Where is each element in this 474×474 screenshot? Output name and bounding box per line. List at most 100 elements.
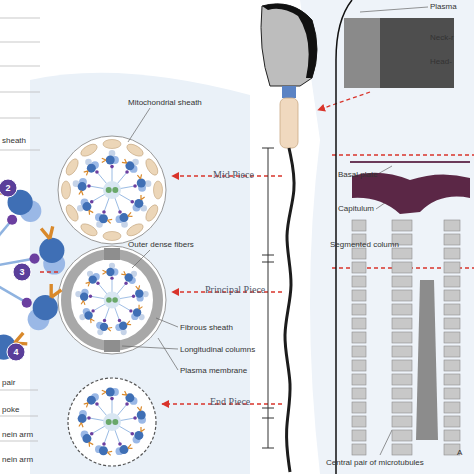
dynein-arm	[141, 195, 145, 200]
nexin-link	[110, 165, 114, 169]
a-tubule	[137, 179, 146, 188]
radial-spoke	[88, 418, 105, 421]
a-tubule	[84, 311, 92, 319]
part-label: Plasma	[430, 2, 457, 12]
a-tubule	[134, 199, 143, 208]
radial-spoke	[112, 398, 113, 415]
column-segment	[392, 402, 412, 413]
nexin-link	[129, 309, 132, 312]
part-label: sheath	[2, 136, 26, 146]
part-label: Basal plate	[338, 170, 378, 180]
dynein-arm	[81, 301, 85, 305]
dense-fiber	[121, 221, 128, 228]
dynein-arm	[102, 158, 106, 162]
column-segment	[352, 346, 366, 357]
dynein-arm	[108, 327, 112, 331]
dynein-arm	[122, 159, 127, 163]
nexin-link	[90, 200, 94, 204]
radial-spoke	[98, 283, 108, 295]
central-sheath	[104, 292, 121, 309]
radial-spoke	[116, 404, 127, 417]
column-segment	[444, 290, 460, 301]
nexin-link	[102, 442, 106, 446]
central-microtubule	[112, 187, 118, 193]
a-tubule	[119, 322, 127, 330]
basal-plate	[350, 161, 470, 163]
dynein-arm	[128, 444, 133, 448]
dense-fiber	[121, 329, 127, 335]
radial-spoke	[114, 428, 120, 444]
nexin-link	[29, 254, 39, 264]
callout-number: 3	[19, 267, 24, 277]
column-segment	[444, 262, 460, 273]
mid-piece-section	[58, 136, 166, 244]
radial-spoke	[104, 428, 110, 444]
a-tubule	[137, 411, 146, 420]
part-label: Longitudinal columns	[180, 345, 255, 355]
column-segment	[392, 444, 412, 455]
radial-spoke	[112, 278, 113, 294]
part-label: Outer dense fibers	[128, 240, 194, 250]
nexin-link	[124, 282, 127, 285]
radial-spoke	[97, 172, 108, 185]
radial-spoke	[97, 404, 108, 417]
mitochondrion	[125, 142, 145, 159]
nexin-link	[132, 295, 135, 298]
nexin-link	[96, 282, 99, 285]
radial-spoke	[116, 172, 127, 185]
dynein-arm	[107, 451, 112, 455]
radial-spoke	[90, 296, 106, 299]
part-label: Capitulum	[338, 204, 374, 214]
radial-spoke	[118, 296, 134, 299]
nexin-link	[130, 432, 134, 436]
radial-spoke	[104, 306, 110, 321]
section-title: End Piece	[210, 397, 250, 407]
radial-spoke	[91, 193, 106, 202]
column-segment	[352, 388, 366, 399]
radial-spoke	[88, 186, 105, 189]
a-tubule	[78, 182, 87, 191]
radial-spoke	[104, 196, 110, 212]
part-label: pair	[2, 378, 15, 388]
nexin-link	[22, 298, 32, 308]
column-segment	[392, 318, 412, 329]
nexin-link	[91, 309, 94, 312]
part-label: poke	[2, 405, 19, 415]
mitochondrion	[125, 221, 145, 238]
dynein-arm	[136, 285, 140, 289]
column-segment	[392, 290, 412, 301]
end-piece-section	[68, 378, 156, 466]
column-segment	[444, 430, 460, 441]
dynein-arm	[139, 305, 142, 310]
acrosome	[262, 4, 317, 78]
mitochondrion	[103, 140, 121, 149]
column-segment	[444, 276, 460, 287]
mitochondrion	[103, 232, 121, 241]
nexin-link	[125, 402, 129, 406]
column-segment	[444, 248, 460, 259]
column-segment	[444, 374, 460, 385]
sperm-tail	[285, 148, 294, 472]
sperm-head	[261, 4, 317, 86]
nexin-link	[118, 210, 122, 214]
column-segment	[392, 332, 412, 343]
principal-piece-section	[58, 246, 166, 354]
dynein-arm	[41, 226, 53, 238]
column-segment	[392, 388, 412, 399]
list-rule	[0, 18, 40, 441]
column-segment	[352, 360, 366, 371]
central-microtubule	[112, 297, 118, 303]
column-segment	[444, 318, 460, 329]
radial-spoke	[112, 166, 113, 183]
dynein-arm	[15, 333, 28, 344]
column-segment	[352, 220, 366, 231]
column-segment	[352, 402, 366, 413]
radial-spoke	[93, 303, 107, 311]
column-segment	[352, 290, 366, 301]
section-title: Mid Piece	[213, 170, 254, 180]
dynein-arm	[121, 271, 125, 275]
a-tubule	[135, 289, 143, 297]
part-label: Segmented column	[330, 240, 399, 250]
nexin-link	[133, 184, 137, 188]
radial-spoke	[118, 193, 133, 202]
